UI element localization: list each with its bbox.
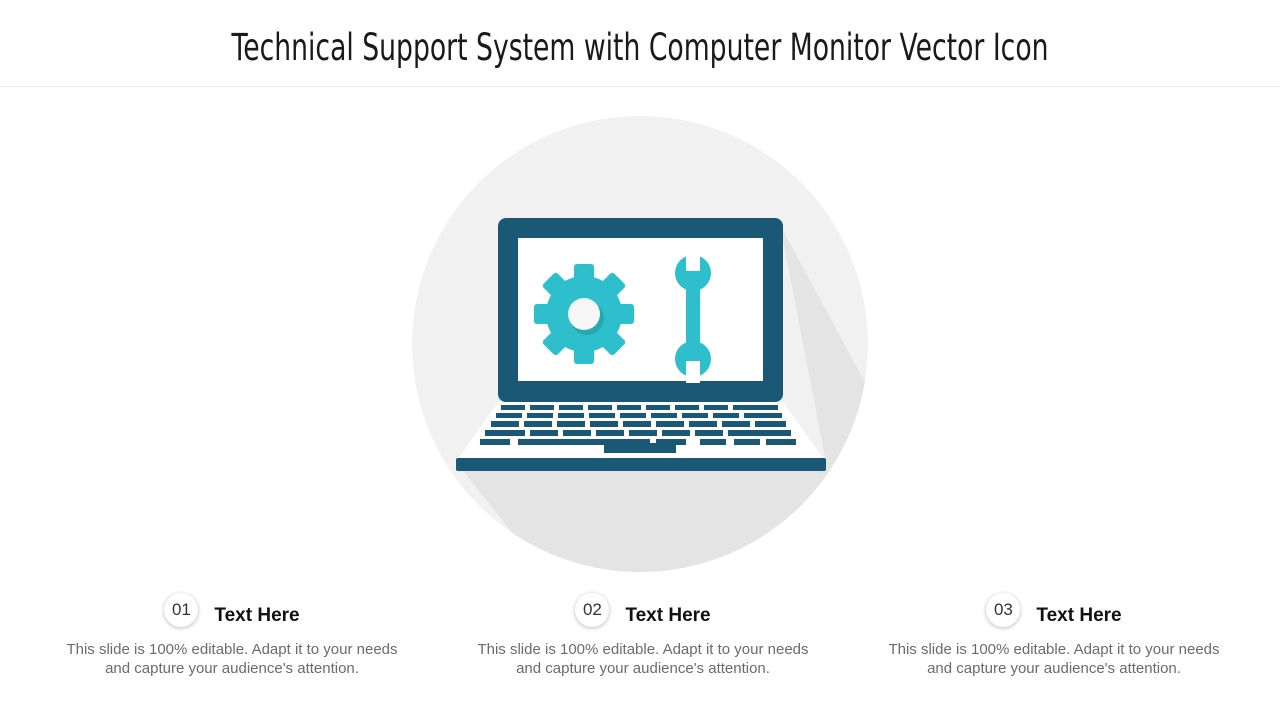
title-divider [0, 86, 1280, 87]
wrench-icon [675, 249, 711, 383]
number-badge: 02 [575, 593, 610, 627]
slide-title: Technical Support System with Computer M… [231, 26, 1049, 69]
info-item-header: 03 Text Here [874, 593, 1234, 634]
tech-support-illustration [400, 110, 880, 580]
laptop-icon [456, 218, 826, 471]
number-badge: 03 [986, 593, 1021, 627]
info-item-description: This slide is 100% editable. Adapt it to… [66, 641, 398, 677]
info-item-header: 02 Text Here [463, 593, 823, 634]
gear-icon [534, 264, 634, 364]
long-shadow [456, 225, 868, 572]
info-item-title: Text Here [625, 605, 711, 626]
info-item-2: 02 Text Here This slide is 100% editable… [463, 593, 823, 678]
keyboard-keys [480, 405, 796, 453]
info-item-3: 03 Text Here This slide is 100% editable… [874, 593, 1234, 678]
number-badge: 01 [164, 593, 199, 627]
info-item-1: 01 Text Here This slide is 100% editable… [52, 593, 412, 678]
info-item-description: This slide is 100% editable. Adapt it to… [477, 641, 809, 677]
info-item-description: This slide is 100% editable. Adapt it to… [888, 641, 1220, 677]
info-item-header: 01 Text Here [52, 593, 412, 634]
info-item-title: Text Here [214, 605, 300, 626]
info-item-title: Text Here [1036, 605, 1122, 626]
laptop-illustration-svg [412, 116, 868, 572]
